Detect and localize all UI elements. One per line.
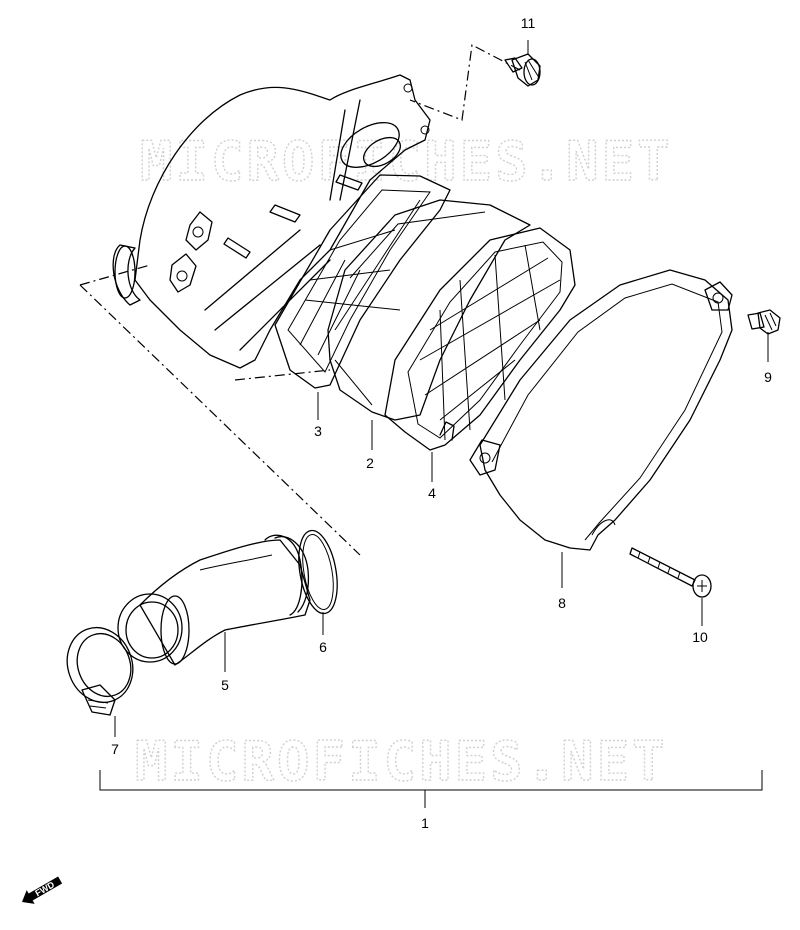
- forward-direction-arrow: FWD: [22, 876, 63, 904]
- callout-3: 3: [314, 423, 322, 439]
- case-cover-part-8: [469, 269, 733, 551]
- callout-7: 7: [111, 741, 119, 757]
- callout-4: 4: [428, 485, 436, 501]
- screw-part-9: [747, 309, 781, 335]
- callout-2: 2: [366, 455, 374, 471]
- intake-hose-part-5: [117, 534, 311, 666]
- air-cleaner-case: [112, 74, 431, 369]
- assembly-guide-line: [79, 44, 521, 556]
- callout-8: 8: [558, 595, 566, 611]
- element-cage-part-4: [384, 227, 576, 451]
- callout-6: 6: [319, 639, 327, 655]
- watermark-top: MICROFICHES.NET: [140, 130, 673, 193]
- callout-11: 11: [521, 15, 536, 31]
- clamp-ring-part-6: [298, 529, 338, 615]
- leader-lines: [99, 40, 769, 808]
- callout-9: 9: [764, 369, 772, 385]
- long-screw-part-10: [629, 547, 712, 598]
- bolt-part-11: [504, 53, 541, 87]
- element-frame-part-3: [274, 174, 451, 389]
- hose-clamp-part-7: [66, 627, 134, 716]
- callout-10: 10: [692, 629, 708, 645]
- watermark-bottom: MICROFICHES.NET: [135, 730, 668, 793]
- callout-5: 5: [221, 677, 229, 693]
- callout-1: 1: [421, 815, 429, 831]
- filter-element-part-2: [327, 199, 531, 421]
